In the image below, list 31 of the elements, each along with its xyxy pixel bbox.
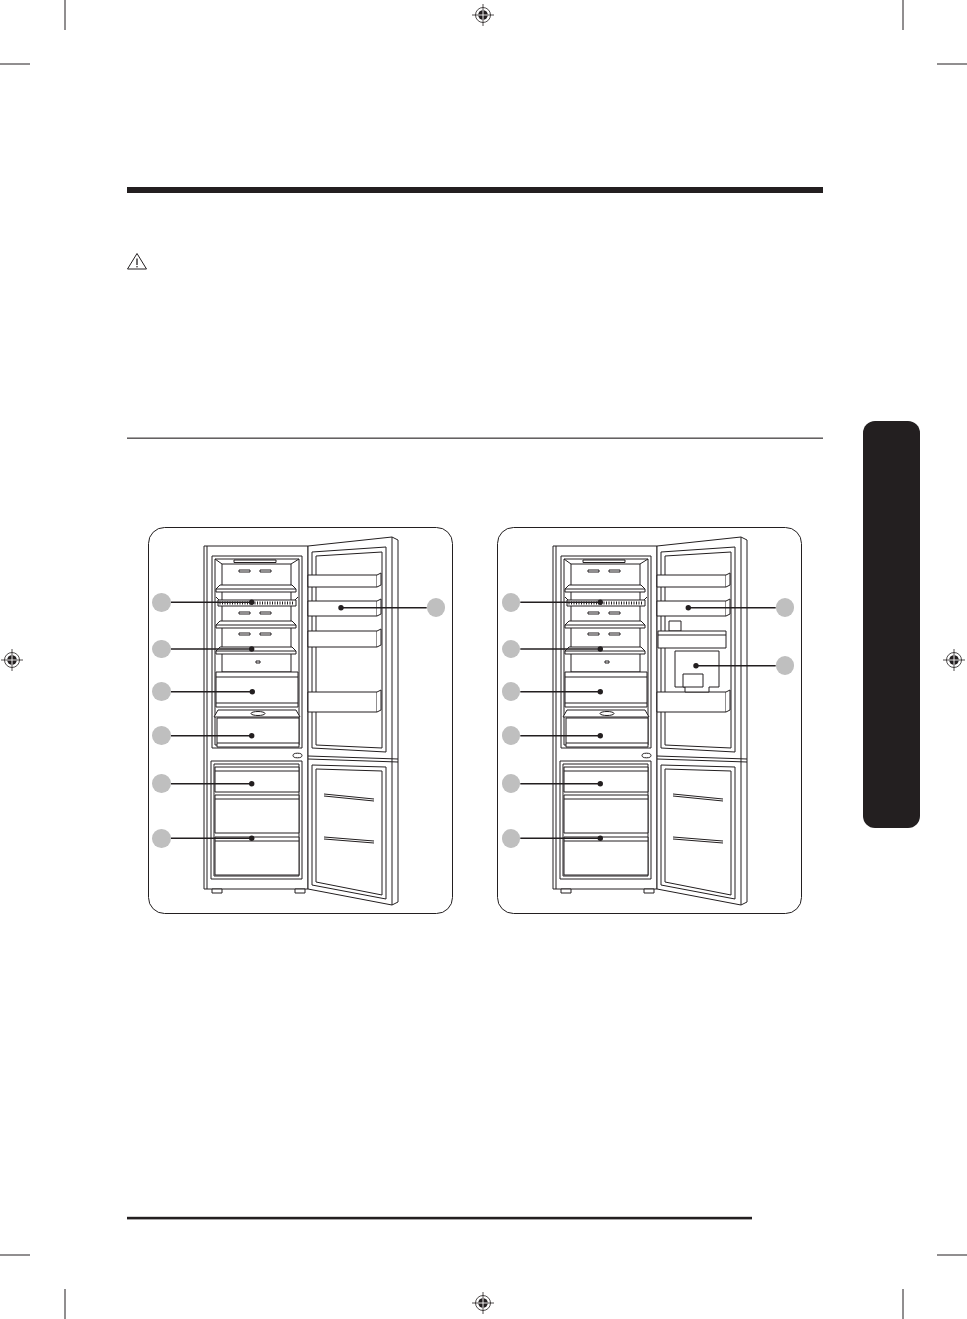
callout-circle bbox=[775, 598, 795, 617]
callout-circle bbox=[501, 682, 521, 701]
side-tab bbox=[863, 421, 920, 828]
callout-circle bbox=[426, 598, 446, 617]
callout-circle bbox=[501, 726, 521, 745]
leader-line bbox=[693, 663, 777, 669]
leader-line bbox=[338, 605, 428, 611]
callout-circle bbox=[501, 829, 521, 848]
leader-line bbox=[519, 733, 603, 739]
leader-line bbox=[519, 646, 603, 652]
callout-circle bbox=[501, 774, 521, 793]
callout-circle bbox=[152, 726, 171, 745]
leader-line bbox=[519, 599, 603, 605]
leader-line bbox=[519, 689, 603, 695]
callout-circle bbox=[501, 639, 521, 659]
leader-line bbox=[170, 646, 255, 652]
leader-line bbox=[685, 605, 777, 611]
callout-circle bbox=[152, 593, 171, 612]
leader-line bbox=[170, 781, 255, 787]
callout-circle bbox=[152, 774, 171, 793]
leader-line bbox=[170, 733, 255, 739]
leader-line bbox=[519, 781, 603, 787]
leader-line bbox=[170, 689, 255, 695]
callout-circle bbox=[501, 593, 521, 612]
leader-line bbox=[170, 835, 255, 841]
callout-circle bbox=[152, 639, 171, 659]
leader-line bbox=[170, 599, 255, 605]
callout-circle bbox=[775, 656, 795, 675]
callout-circle bbox=[152, 829, 171, 848]
leader-line bbox=[519, 835, 603, 841]
callout-circle bbox=[152, 682, 171, 701]
